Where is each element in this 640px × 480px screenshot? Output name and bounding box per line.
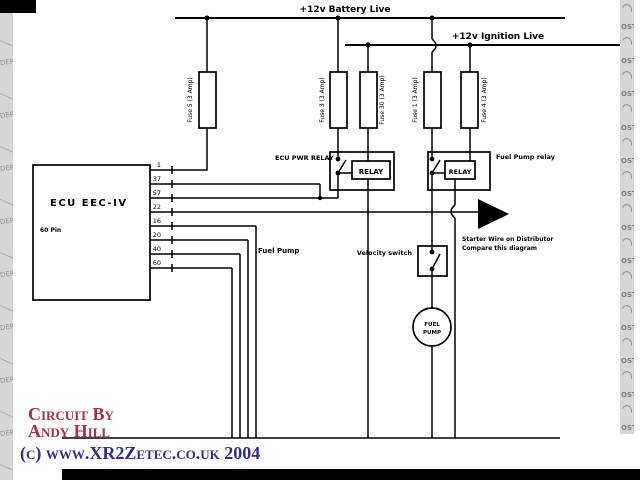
distributor-note-line1: Starter Wire on Distributor — [462, 236, 554, 243]
watermark-text: OST — [621, 323, 634, 332]
ecu-power-relay-coil-box — [351, 160, 391, 180]
fuse5-label: Fuse 5 (3 Amp) — [187, 77, 194, 123]
fuse5-body — [198, 71, 217, 129]
ecu-pin-labels: 1 37 57 22 16 20 40 60 — [153, 161, 161, 267]
watermark-text: OST — [621, 156, 634, 165]
junction-dots — [204, 15, 473, 272]
svg-text:1: 1 — [157, 161, 161, 169]
wires-fuse3-fuse30-branch — [337, 18, 369, 161]
wires-fuse1-fuse4-branch — [431, 18, 471, 161]
ecu-power-relay-box — [329, 151, 395, 191]
fuel-pump-relay-box — [427, 151, 491, 191]
distributor-note-line2: Compare this diagram — [462, 245, 537, 252]
watermark-text: OST — [621, 390, 634, 399]
ecu-box — [32, 164, 151, 301]
svg-text:22: 22 — [153, 203, 161, 211]
fuse4-label: Fuse 4 (3 Amp) — [481, 77, 488, 123]
watermark-text: OST — [621, 223, 634, 232]
fuel-pump-text-line2: PUMP — [423, 330, 441, 336]
fuel-pump-wire-label: Fuel Pump — [258, 247, 299, 255]
watermark-text: OST — [621, 357, 634, 366]
wires-ecu-pins — [172, 173, 478, 269]
fuel-pump-relay-label: Fuel Pump relay — [496, 153, 556, 161]
watermark-text: OST — [621, 23, 634, 32]
wires-fuel-relay-internal — [431, 152, 445, 246]
wires-switch-and-pump — [431, 246, 441, 438]
svg-text:20: 20 — [153, 231, 161, 239]
watermark-text: OST — [621, 123, 634, 132]
fuse3-label: Fuse 3 (3 Amp) — [319, 77, 326, 123]
wires-ground-runs — [62, 179, 560, 439]
watermark-text: OST — [621, 56, 634, 65]
fuse30-body — [359, 71, 378, 129]
credit-line-2: Andy Hill — [28, 421, 111, 441]
fuse4-body — [460, 71, 479, 129]
velocity-switch-label: Velocity switch — [357, 249, 413, 257]
battery-rail-label: +12v Battery Live — [300, 5, 391, 15]
fuel-pump-text-line1: FUEL — [424, 322, 440, 328]
credit-line-1: Circuit By — [28, 404, 114, 424]
ignition-rail-label: +12v Ignition Live — [452, 32, 544, 42]
watermark-text: OST — [621, 424, 634, 433]
svg-text:57: 57 — [153, 189, 161, 197]
ecu-power-relay-label: ECU PWR RELAY — [275, 154, 334, 162]
wire-hop-over-ignition-rail — [431, 38, 437, 53]
ecu-title: ECU EEC-IV — [50, 198, 128, 209]
fuse1-label: Fuse 1 (3 Amp) — [412, 77, 419, 123]
ecu-pin-stubs — [150, 166, 173, 272]
watermark-text: OST — [621, 190, 634, 199]
watermark-text: OST — [621, 257, 634, 266]
top-left-black-block — [0, 0, 36, 13]
watermark-text: OST — [621, 90, 634, 99]
battery-rail-wire — [175, 17, 620, 46]
wire-hop-over-distributor-line — [450, 204, 456, 219]
fuse1-body — [423, 71, 442, 129]
copyright-line: (c) www.XR2Zetec.co.uk 2004 — [20, 443, 261, 463]
fuse3-body — [329, 71, 348, 129]
svg-text:37: 37 — [153, 175, 161, 183]
right-watermark-strip: OST OST OST OST OST OST OST OST OST OST … — [620, 0, 634, 434]
fuel-pump-relay-coil-text: RELAY — [449, 168, 472, 176]
svg-text:16: 16 — [153, 217, 161, 225]
watermark-text: OST — [621, 290, 634, 299]
svg-text:60: 60 — [153, 259, 161, 267]
fuel-pump-symbol — [412, 307, 452, 347]
ecu-power-relay-coil-text: RELAY — [359, 168, 384, 176]
fuel-pump-relay-coil-box — [444, 160, 476, 180]
ecu-subtitle: 60 Pin — [40, 227, 61, 234]
wires-fuse5-branch — [172, 18, 208, 171]
velocity-switch-box — [417, 245, 448, 277]
left-watermark-strip: DERS DERS DERS DERS DERS DERS DERS DERS … — [0, 0, 13, 480]
svg-text:40: 40 — [153, 245, 161, 253]
wires-ecu-relay-internal — [337, 152, 352, 174]
distributor-arrow-icon — [478, 199, 509, 229]
bottom-black-bar — [62, 469, 640, 480]
fuse30-label: Fuse 30 (3 Amp) — [379, 75, 386, 124]
